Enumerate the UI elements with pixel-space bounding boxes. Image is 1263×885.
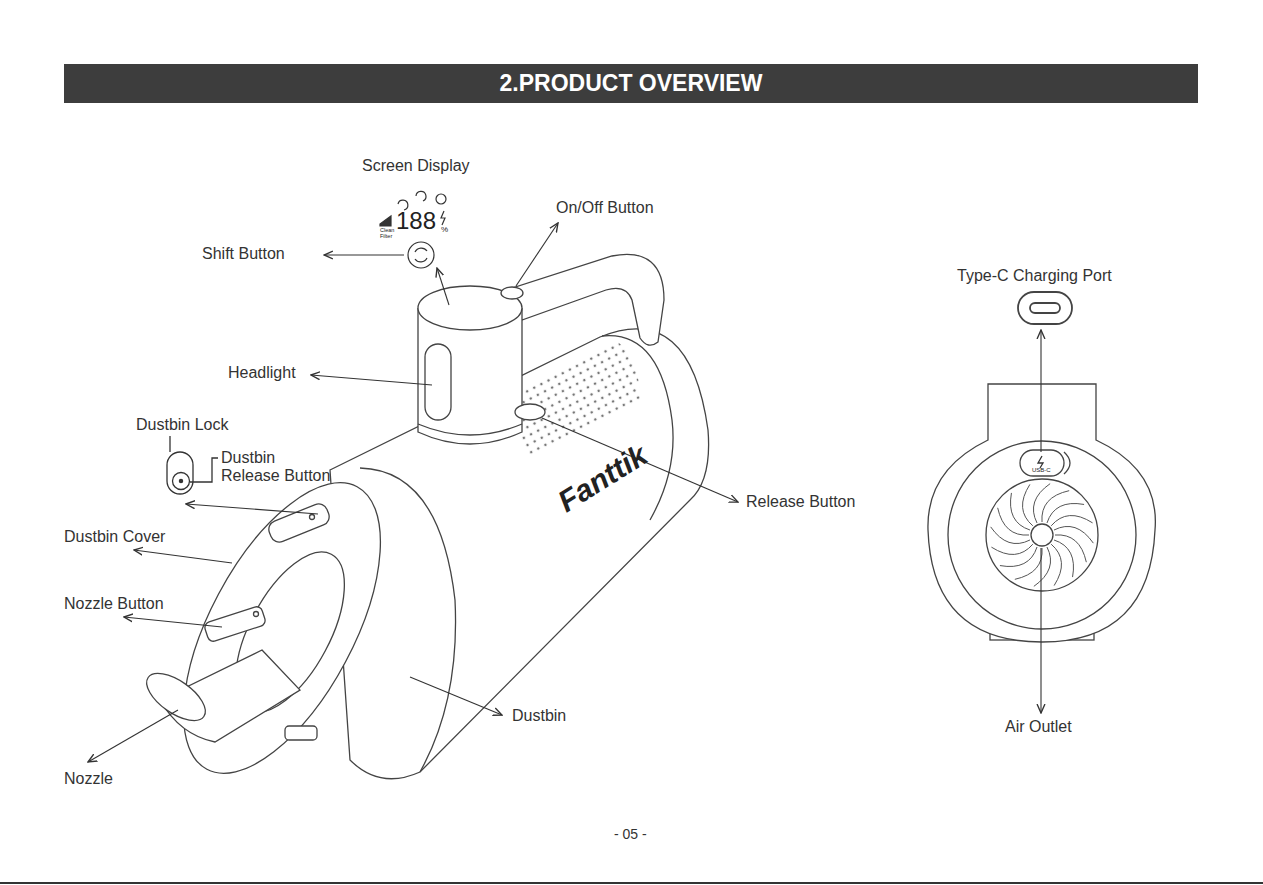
brand-logo: Fanttik [552,438,654,519]
part-label: Type-C Charging Port [957,267,1112,285]
leader-line [169,436,170,452]
leader-arrow [516,223,558,286]
leader-arrow [410,677,502,715]
leader-arrow [124,617,222,627]
bottom-latch [285,726,317,740]
part-label: Dustbin Cover [64,528,165,546]
vacuum-drawing [139,254,709,803]
tower-top [418,286,522,330]
shift-button [408,242,434,268]
part-label: Release Button [746,493,855,511]
leader-arrow [1040,330,1041,452]
charge-icon [1038,456,1043,468]
fan-blade [1051,516,1092,526]
usb-port [1020,450,1064,476]
rear-ring [948,441,1136,629]
part-label: Dustbin Release Button [221,449,335,486]
part-label: Headlight [228,364,296,382]
leader-arrow [88,710,178,762]
port-text: USB-C [1032,467,1051,474]
fan-blade [1055,535,1086,562]
shift-icon [415,248,427,262]
mode-icon [416,191,426,201]
charge-icon [441,211,445,225]
part-label: Dustbin [512,707,566,725]
title-bar [64,64,1198,103]
fan-blade [998,508,1029,535]
lock-slot [167,452,193,494]
part-label: On/Off Button [556,199,654,217]
mode-icon [436,194,446,204]
leader-arrow [1040,548,1041,713]
rear-housing [928,384,1155,642]
display-digits: 188 [396,207,436,235]
fan-blade [1054,540,1073,577]
handle [500,254,664,345]
nozzle-opening [139,664,213,729]
lock-dot [310,515,315,520]
leader-arrows [88,223,1041,762]
leader-line [190,458,218,482]
type-c-port [1018,292,1072,324]
port-cover [1064,452,1070,474]
fan-blade [1015,548,1042,579]
headlight-window [425,344,451,420]
fan-blade [1023,484,1033,525]
leader-arrow [311,375,432,385]
nozzle-button [203,605,266,643]
lock-inset [167,436,218,494]
lock-knob [173,473,190,490]
screen-inset [380,191,446,268]
fan-blade [1047,504,1084,523]
part-label: Dustbin Lock [136,416,229,434]
fan-blade [1051,544,1061,585]
fan-blade [1054,526,1093,543]
dustbin-cover [143,453,420,803]
part-label: Air Outlet [1005,718,1072,736]
release-button [515,404,545,420]
lock-knob-dot [179,479,182,482]
part-label: Screen Display [362,157,470,175]
page-number: - 05 - [614,826,647,842]
part-label: Nozzle Button [64,595,164,613]
fan-blades [991,484,1094,587]
fan-blade [991,544,1032,554]
tower-band [418,424,522,435]
part-label: Nozzle [64,770,113,788]
leader-arrow [437,268,449,305]
fan-blade [1011,493,1030,530]
fan-blade [1000,547,1037,566]
fan-hub [1031,524,1053,546]
leader-arrow [324,254,404,255]
leader-arrow [134,550,232,563]
on-off-button [501,287,523,299]
fan-blade [1042,491,1069,522]
leader-arrow [186,504,318,514]
display-unit: % [441,225,448,234]
fan-ring [986,479,1098,591]
type-c-slot [1030,303,1060,313]
vent-grille [508,342,640,457]
battery-icon [380,216,391,226]
rear-view [928,292,1155,642]
nozzle-dot [254,612,259,617]
dustbin-lock [266,501,332,545]
display-icon-text: Clean Filter [380,228,395,239]
part-label: Shift Button [202,245,285,263]
section-title: 2.PRODUCT OVERVIEW [64,64,1198,103]
bottom-rule [0,882,1263,884]
